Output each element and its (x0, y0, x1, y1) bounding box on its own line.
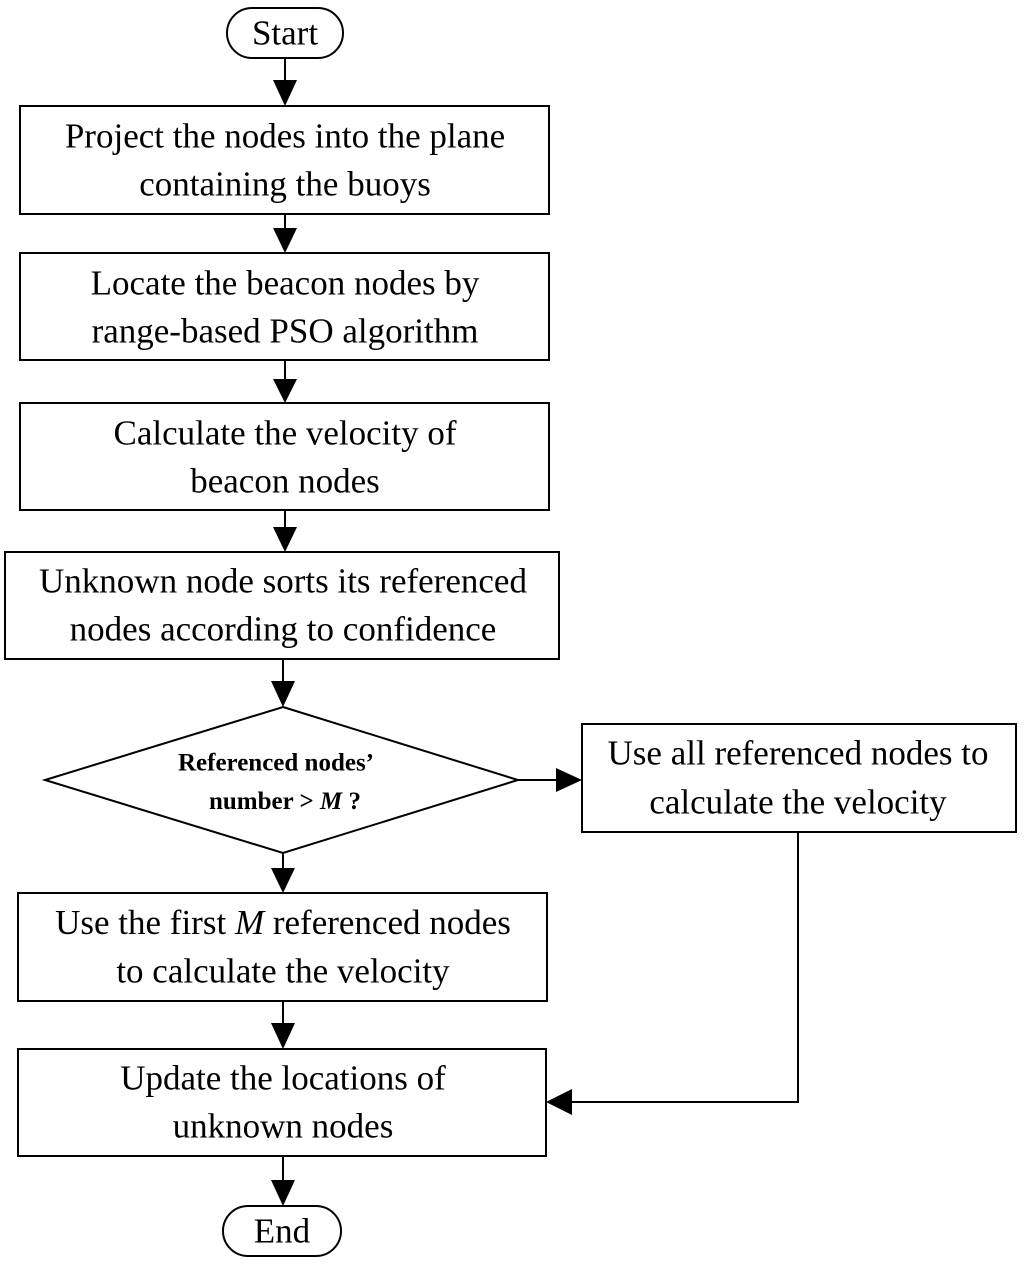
arrow-start-to-project (273, 58, 297, 106)
step-sort: Unknown node sorts its referenced nodes … (4, 551, 560, 660)
step-project-line-1: Project the nodes into the plane (65, 117, 505, 156)
step-update-line-1: Update the locations of (120, 1059, 446, 1098)
branch-no-line-1-suffix: referenced nodes (264, 903, 511, 942)
arrow-no-branch-to-update (271, 1001, 295, 1049)
arrow-velocity-to-sort (273, 510, 297, 552)
arrow-update-to-end (271, 1156, 295, 1206)
branch-no: Use the first M referenced nodes to calc… (17, 892, 548, 1002)
arrow-locate-to-velocity (273, 360, 297, 403)
decision: Referenced nodes’ number > M ? (41, 705, 522, 855)
branch-no-variable-m: M (234, 903, 266, 942)
step-sort-line-2: nodes according to confidence (70, 610, 497, 649)
step-sort-line-1: Unknown node sorts its referenced (39, 562, 527, 601)
start-terminal: Start (226, 7, 344, 59)
step-update-line-2: unknown nodes (173, 1107, 394, 1146)
step-locate-line-1: Locate the beacon nodes by (91, 264, 480, 303)
decision-line-2-prefix: number > (209, 788, 320, 815)
decision-line-2: number > M ? (209, 788, 361, 815)
branch-no-line-1-prefix: Use the first (55, 903, 235, 942)
step-locate-line-2: range-based PSO algorithm (92, 312, 479, 351)
step-project-box (19, 105, 550, 215)
step-velocity-box (19, 402, 550, 511)
step-sort-box (4, 551, 560, 660)
decision-diamond (41, 705, 522, 855)
branch-no-box (17, 892, 548, 1002)
arrow-yes-branch-to-update (546, 832, 799, 1115)
end-label: End (254, 1212, 311, 1251)
step-velocity: Calculate the velocity of beacon nodes (19, 402, 550, 511)
decision-variable-m: M (319, 788, 343, 815)
arrow-project-to-locate (273, 214, 297, 253)
arrow-decision-to-no-branch (271, 853, 295, 893)
step-update-box (17, 1048, 547, 1157)
start-label: Start (252, 14, 318, 53)
arrow-decision-to-yes-branch (518, 768, 582, 792)
decision-line-1: Referenced nodes’ (178, 750, 374, 777)
branch-yes-line-2: calculate the velocity (649, 783, 947, 822)
end-shape (222, 1205, 342, 1257)
step-velocity-line-2: beacon nodes (190, 462, 380, 501)
decision-line-2-suffix: ? (342, 788, 361, 815)
arrow-sort-to-decision (271, 659, 295, 707)
step-project-line-2: containing the buoys (139, 165, 431, 204)
step-project: Project the nodes into the plane contain… (19, 105, 550, 215)
branch-no-line-2: to calculate the velocity (116, 952, 450, 991)
step-update: Update the locations of unknown nodes (17, 1048, 547, 1157)
branch-yes-line-1: Use all referenced nodes to (608, 734, 989, 773)
step-velocity-line-1: Calculate the velocity of (113, 414, 456, 453)
branch-no-line-1: Use the first M referenced nodes (55, 903, 511, 942)
branch-yes: Use all referenced nodes to calculate th… (581, 723, 1017, 833)
end-terminal: End (222, 1205, 342, 1257)
step-locate: Locate the beacon nodes by range-based P… (19, 252, 550, 361)
